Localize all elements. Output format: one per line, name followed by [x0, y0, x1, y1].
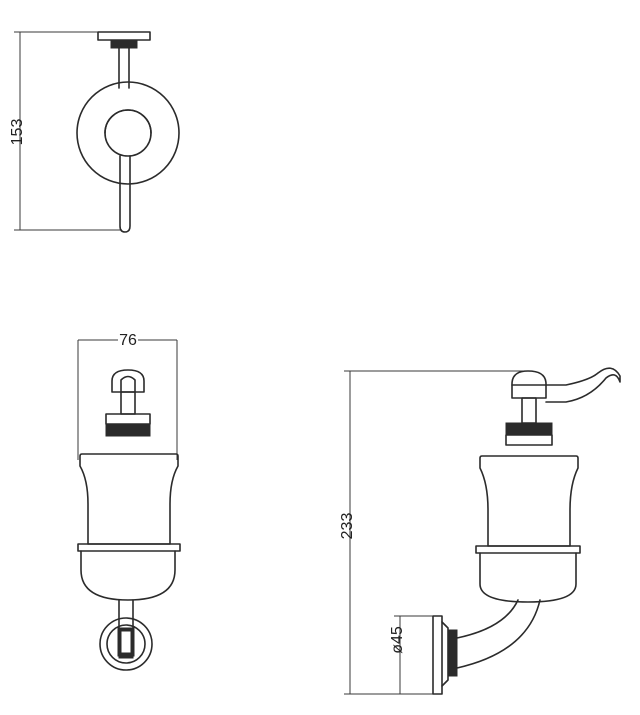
- side-arm-upper: [456, 599, 519, 639]
- front-pump-head: [111, 369, 145, 393]
- front-bottle: [79, 453, 179, 545]
- side-height-label: 233: [339, 513, 356, 540]
- front-holder-cup: [77, 543, 181, 601]
- front-width-label: 76: [119, 332, 137, 349]
- front-wall-rose-outer: [99, 617, 153, 671]
- side-view: 233 ø45: [339, 367, 621, 695]
- top-view: 153: [9, 31, 180, 233]
- side-holder-cup: [475, 545, 581, 603]
- top-lever: [119, 155, 131, 233]
- front-collar: [105, 423, 151, 437]
- side-collar: [505, 422, 553, 436]
- front-view: 76: [77, 332, 181, 671]
- side-bottle: [479, 455, 579, 547]
- side-diameter-label: ø45: [389, 626, 406, 654]
- side-spout: [545, 367, 621, 403]
- top-plate-collar: [110, 39, 138, 49]
- top-height-label: 153: [9, 119, 26, 146]
- side-wall-plate: [432, 615, 443, 695]
- side-pump-head: [511, 370, 547, 399]
- top-disc-outer: [76, 81, 180, 185]
- top-wall-plate: [97, 31, 151, 41]
- side-arm-lower: [456, 599, 541, 669]
- side-plate-collar: [447, 629, 458, 677]
